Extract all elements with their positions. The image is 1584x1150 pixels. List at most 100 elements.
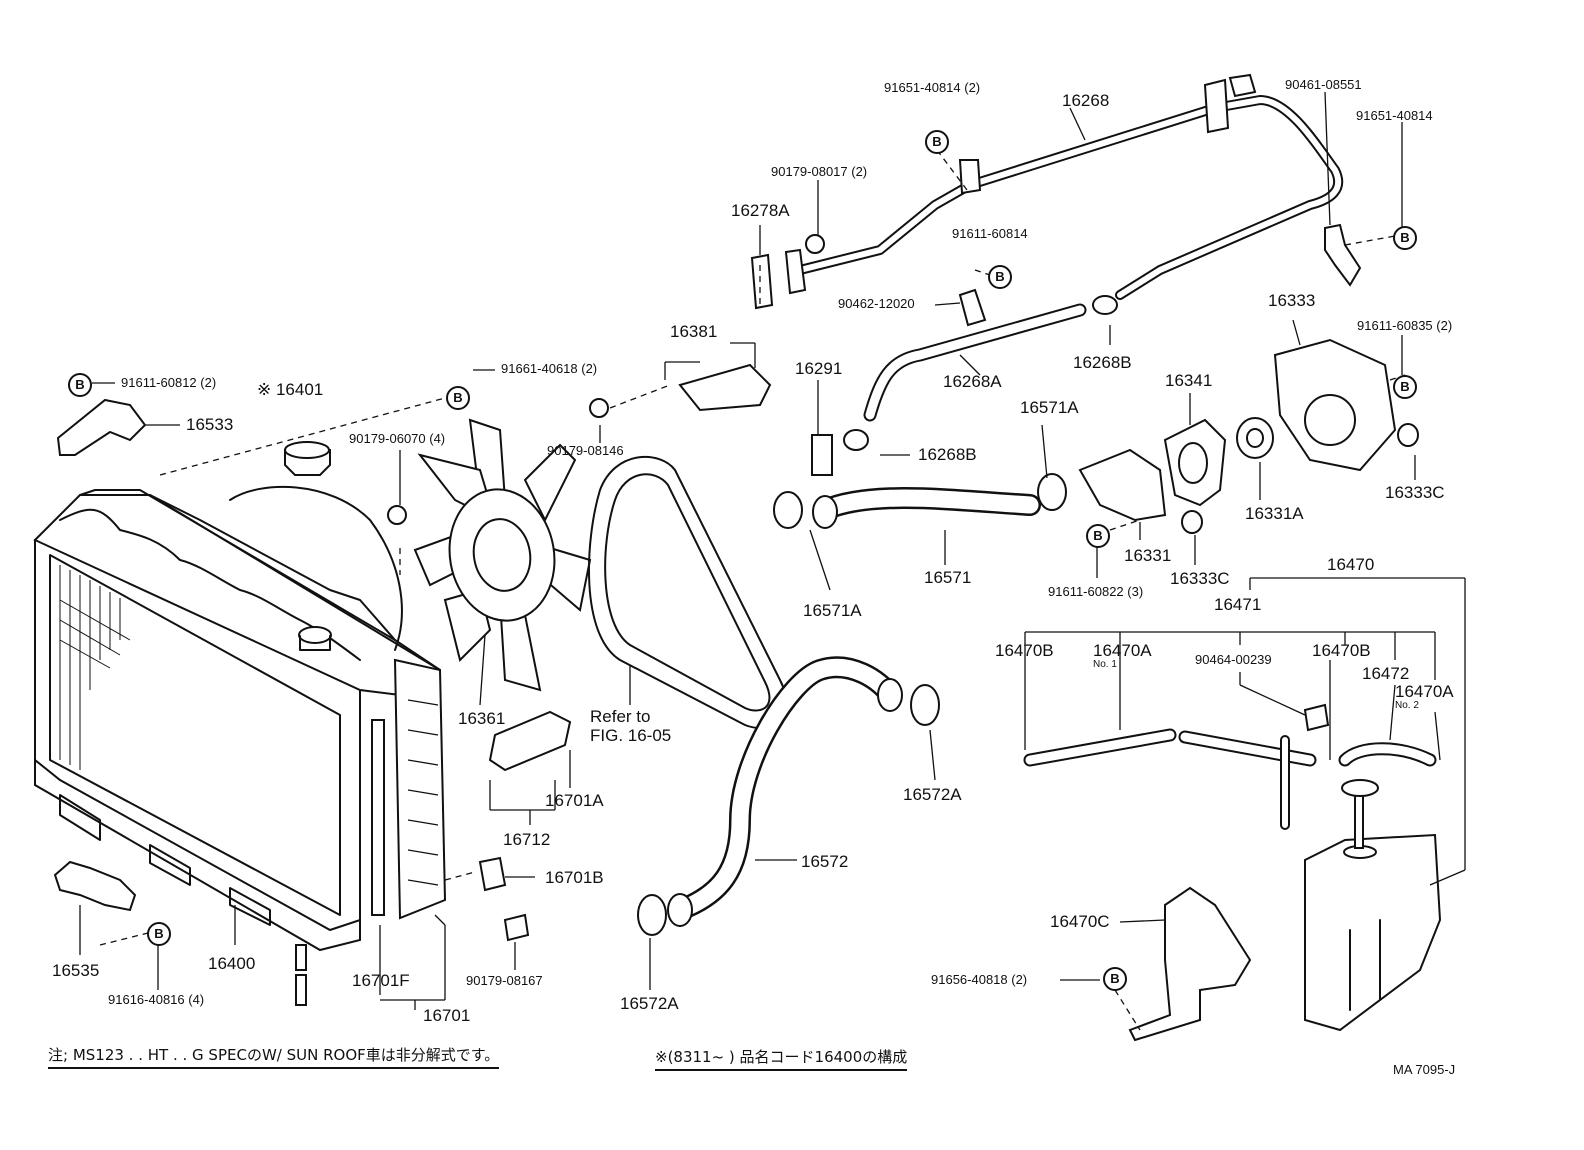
hose-16572-drawing [667, 656, 903, 927]
part-label: 91651-40814 [1356, 108, 1433, 123]
nut-90179-08017-drawing [805, 234, 825, 254]
part-label: 16381 [670, 322, 718, 341]
part-label: 16572A [620, 994, 679, 1013]
part-label: 16331A [1245, 504, 1304, 523]
bolt-marker: B [1393, 226, 1417, 250]
part-label: 16291 [795, 359, 843, 378]
grommet-90179-08146-drawing [589, 398, 609, 418]
clamp-16571A-left-drawing [773, 491, 803, 529]
part-label: 90464-00239 [1195, 652, 1272, 667]
part-label: 16268 [1062, 91, 1110, 110]
bracket-16701A-drawing [488, 710, 572, 772]
part-label: 16268A [943, 372, 1002, 391]
clamp-16572A-top-drawing [910, 684, 940, 726]
grommet-16333C-right-drawing [1397, 423, 1419, 447]
part-label: 16701 [423, 1006, 471, 1025]
clip-90464-00239-drawing [1303, 703, 1330, 732]
part-label: 16470 [1327, 555, 1375, 574]
part-label: 16535 [52, 961, 100, 980]
bolt-marker: B [68, 373, 92, 397]
valve-16291-drawing [811, 434, 833, 476]
footnote-center: ※(8311~ ) 品名コード16400の構成 [655, 1050, 908, 1071]
part-label: 16472 [1362, 664, 1410, 683]
overflow-hoses-drawing [1023, 728, 1437, 830]
part-label: 16701A [545, 791, 604, 810]
part-label: 16571A [803, 601, 862, 620]
bracket-16535-drawing [53, 860, 137, 912]
part-label: 91656-40818 (2) [931, 972, 1028, 987]
hose-16268A-drawing [863, 303, 1087, 422]
radiator-cap-drawing [284, 441, 331, 476]
part-label: 16341 [1165, 371, 1213, 390]
reservoir-16470-drawing [1304, 779, 1442, 1032]
part-label: 16471 [1214, 595, 1262, 614]
part-label: 16712 [503, 830, 551, 849]
part-label: 16470A [1093, 641, 1152, 660]
clamp-16572A-bottom-drawing [637, 894, 667, 936]
bolt-marker: B [147, 922, 171, 946]
footnote-left: 注; MS123 . . HT . . G SPECのW/ SUN ROOF車は… [48, 1048, 500, 1069]
part-label: 16400 [208, 954, 256, 973]
bolt-marker: B [988, 265, 1012, 289]
part-label: 16333 [1268, 291, 1316, 310]
part-label: 16333C [1385, 483, 1445, 502]
clamp-16268B-mid-drawing [843, 429, 869, 451]
part-label: 16572 [801, 852, 849, 871]
part-label: 16333C [1170, 569, 1230, 588]
bolt-marker: B [925, 130, 949, 154]
drawing-code: MA 7095-J [1393, 1062, 1456, 1077]
bolt-marker: B [1086, 524, 1110, 548]
leader-lines [79, 91, 1466, 1010]
part-label: 16470B [995, 641, 1054, 660]
clip-90462-12020-drawing [958, 288, 987, 327]
bracket-16470C-drawing [1128, 886, 1252, 1042]
hose-16571-drawing [812, 487, 1041, 529]
part-label: 16533 [186, 415, 234, 434]
radiator-drawing [33, 485, 447, 1006]
nut-90179-06070-drawing [387, 505, 407, 525]
part-label: 16361 [458, 709, 506, 728]
clip-90179-08167-drawing [503, 913, 530, 942]
reference-figure: FIG. 16-05 [590, 726, 672, 745]
part-label: 16701F [352, 971, 410, 990]
part-label: 90462-12020 [838, 296, 915, 311]
clamp-16571A-right-drawing [1037, 473, 1067, 511]
reference-note: Refer to [590, 707, 651, 726]
part-sublabel: No. 1 [1093, 659, 1117, 670]
bracket-16533-drawing [56, 398, 147, 456]
part-label: 16470A [1395, 682, 1454, 701]
part-label: 91616-40816 (4) [108, 992, 205, 1007]
bolt-marker: B [446, 386, 470, 410]
part-sublabel: No. 2 [1395, 700, 1419, 711]
bracket-16381-drawing [678, 363, 772, 412]
drive-belt-drawing [587, 456, 788, 729]
part-label: ※ 16401 [257, 380, 324, 399]
bolt-marker: B [1393, 375, 1417, 399]
part-label: 16701B [545, 868, 604, 887]
part-label: 91651-40814 (2) [884, 80, 981, 95]
part-label: 16278A [731, 201, 790, 220]
part-label: 90179-06070 (4) [349, 431, 446, 446]
part-label: 91611-60814 [952, 226, 1028, 241]
water-outlet-16331-drawing [1078, 448, 1167, 522]
water-pipe-drawing [795, 73, 1362, 300]
part-label: 16268B [1073, 353, 1132, 372]
part-label: 16470C [1050, 912, 1110, 931]
part-label: 16572A [903, 785, 962, 804]
clip-16701B-drawing [478, 856, 507, 892]
thermostat-16331A-drawing [1236, 417, 1274, 459]
part-label: 91611-60812 (2) [121, 375, 217, 390]
part-label: 90179-08146 [547, 443, 624, 458]
part-label: 16470B [1312, 641, 1371, 660]
clamp-16268B-top-drawing [1092, 295, 1118, 315]
bolt-marker: B [1103, 967, 1127, 991]
fan-drawing [413, 418, 592, 692]
part-label: 90179-08017 (2) [771, 164, 868, 179]
grommet-16333C-mid-drawing [1181, 510, 1203, 534]
part-label: 16571 [924, 568, 972, 587]
part-label: 16571A [1020, 398, 1079, 417]
part-label: 16331 [1124, 546, 1172, 565]
housing-16333-drawing [1273, 338, 1397, 472]
